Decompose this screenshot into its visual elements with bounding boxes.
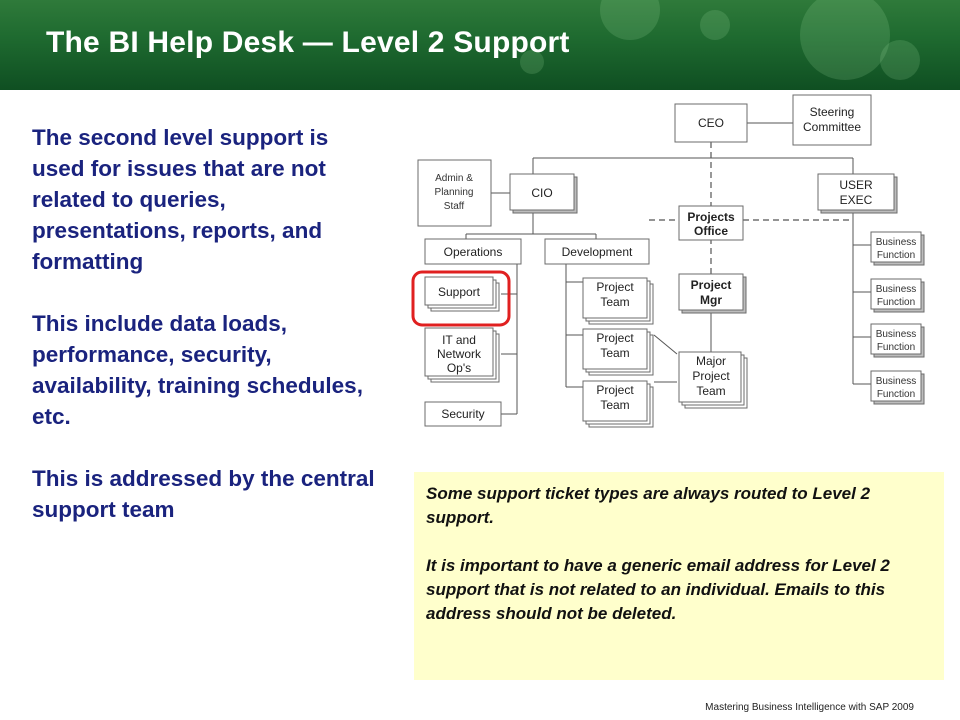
decor-bubble bbox=[880, 40, 920, 80]
node-it-label-3: Op's bbox=[447, 361, 471, 375]
node-development-label: Development bbox=[562, 245, 633, 259]
node-major-label-2: Project bbox=[692, 369, 730, 383]
node-cio-label: CIO bbox=[531, 186, 552, 200]
node-project-team-label-2: Team bbox=[600, 295, 629, 309]
node-business-function: Business Function bbox=[870, 370, 925, 405]
node-major-label-1: Major bbox=[696, 354, 726, 368]
node-po-label-2: Office bbox=[694, 224, 728, 238]
node-project-team: Project Team bbox=[582, 380, 654, 428]
node-admin-label-2: Planning bbox=[435, 187, 474, 198]
node-bf-label-2: Function bbox=[877, 250, 915, 261]
node-project-mgr: Project Mgr bbox=[678, 273, 747, 314]
node-bf-label-2: Function bbox=[877, 389, 915, 400]
node-project-team: Project Team bbox=[582, 328, 654, 376]
node-project-team-label-1: Project bbox=[596, 280, 634, 294]
slide-footer: Mastering Business Intelligence with SAP… bbox=[705, 702, 914, 713]
node-bf-label-1: Business bbox=[876, 376, 917, 387]
node-steering-label-1: Steering bbox=[810, 105, 855, 119]
node-project-team-label-1: Project bbox=[596, 331, 634, 345]
node-business-function: Business Function bbox=[870, 231, 925, 266]
node-major-project-team: Major Project Team bbox=[678, 351, 748, 409]
node-project-team-label-2: Team bbox=[600, 346, 629, 360]
node-development: Development bbox=[544, 238, 650, 265]
node-bf-label-1: Business bbox=[876, 329, 917, 340]
node-bf-label-1: Business bbox=[876, 284, 917, 295]
org-chart: CEO Steering Committee Admin & Planning … bbox=[411, 92, 933, 430]
node-bf-label-2: Function bbox=[877, 297, 915, 308]
decor-bubble bbox=[800, 0, 890, 80]
node-projects-office: Projects Office bbox=[678, 205, 744, 241]
node-bf-label-2: Function bbox=[877, 342, 915, 353]
node-security: Security bbox=[424, 401, 502, 427]
node-user-exec-label-2: EXEC bbox=[840, 193, 873, 207]
support-highlight-outline bbox=[411, 270, 511, 327]
node-pm-label-2: Mgr bbox=[700, 293, 722, 307]
node-ceo: CEO bbox=[674, 103, 748, 143]
node-steering-committee: Steering Committee bbox=[792, 94, 872, 146]
note-callout: Some support ticket types are always rou… bbox=[414, 472, 944, 680]
node-user-exec-label-1: USER bbox=[839, 178, 873, 192]
decor-bubble bbox=[600, 0, 660, 40]
node-project-team: Project Team bbox=[582, 277, 654, 325]
node-support-label: Support bbox=[438, 285, 481, 299]
node-business-function: Business Function bbox=[870, 278, 925, 313]
decor-bubble bbox=[700, 10, 730, 40]
node-po-label-1: Projects bbox=[687, 210, 735, 224]
slide-header: The BI Help Desk — Level 2 Support bbox=[0, 0, 960, 90]
node-pm-label-1: Project bbox=[691, 278, 732, 292]
node-it-network: IT and Network Op's bbox=[424, 327, 500, 383]
connector-team-major bbox=[653, 334, 678, 355]
node-it-label-2: Network bbox=[437, 347, 482, 361]
node-security-label: Security bbox=[441, 407, 484, 421]
org-chart-diagram: CEO Steering Committee Admin & Planning … bbox=[411, 94, 925, 428]
node-major-label-3: Team bbox=[696, 384, 725, 398]
node-admin-label-3: Staff bbox=[444, 201, 465, 212]
node-project-team-label-2: Team bbox=[600, 398, 629, 412]
decor-bubble bbox=[520, 50, 544, 74]
node-support: Support bbox=[424, 276, 500, 312]
node-business-function: Business Function bbox=[870, 323, 925, 358]
node-steering-label-2: Committee bbox=[803, 120, 861, 134]
node-bf-label-1: Business bbox=[876, 237, 917, 248]
node-user-exec: USER EXEC bbox=[817, 173, 898, 214]
node-project-team-label-1: Project bbox=[596, 383, 634, 397]
node-admin-label-1: Admin & bbox=[435, 173, 473, 184]
slide-title: The BI Help Desk — Level 2 Support bbox=[46, 26, 570, 59]
node-ceo-label: CEO bbox=[698, 116, 724, 130]
node-it-label-1: IT and bbox=[442, 333, 476, 347]
node-cio: CIO bbox=[509, 173, 578, 214]
node-operations-label: Operations bbox=[444, 245, 503, 259]
main-body-text: The second level support is used for iss… bbox=[32, 125, 375, 522]
node-admin-planning: Admin & Planning Staff bbox=[417, 159, 492, 227]
node-operations: Operations bbox=[424, 238, 522, 265]
